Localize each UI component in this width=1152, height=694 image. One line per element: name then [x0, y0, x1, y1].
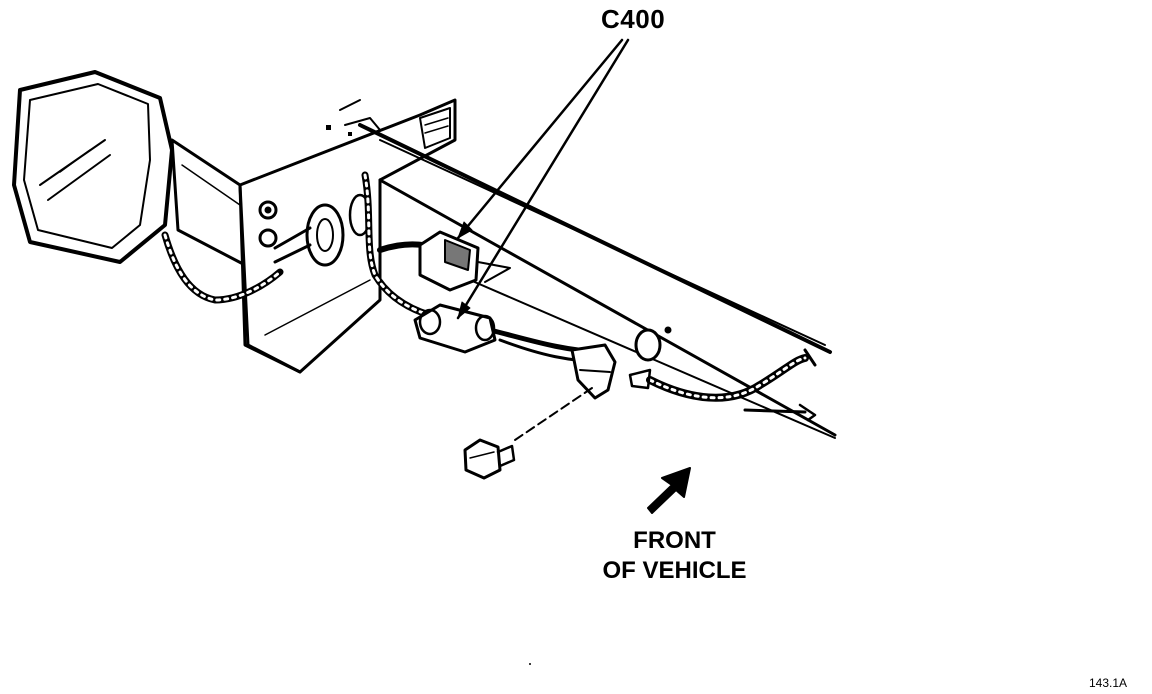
fastener-bolt — [463, 387, 593, 480]
headlamp — [12, 70, 174, 264]
figure-number: 143.1A — [1089, 676, 1128, 690]
front-arrow-icon — [647, 467, 691, 514]
front-of-vehicle-callout: FRONT OF VEHICLE — [592, 526, 757, 586]
harness-connector — [413, 303, 497, 354]
lamp-bracket — [170, 138, 247, 267]
radiator-support-panel — [238, 98, 457, 374]
c400-connector — [418, 230, 511, 292]
c400-callout: C400 — [601, 4, 666, 34]
c400-leader-lines — [456, 38, 630, 320]
lamp-socket — [273, 193, 372, 267]
bracket-bolts — [258, 200, 278, 248]
front-line-1: FRONT — [633, 527, 716, 554]
front-line-2: OF VEHICLE — [602, 557, 747, 584]
harness-clip — [570, 326, 672, 400]
wiring-harness — [161, 171, 817, 422]
stray-dot — [529, 663, 531, 665]
